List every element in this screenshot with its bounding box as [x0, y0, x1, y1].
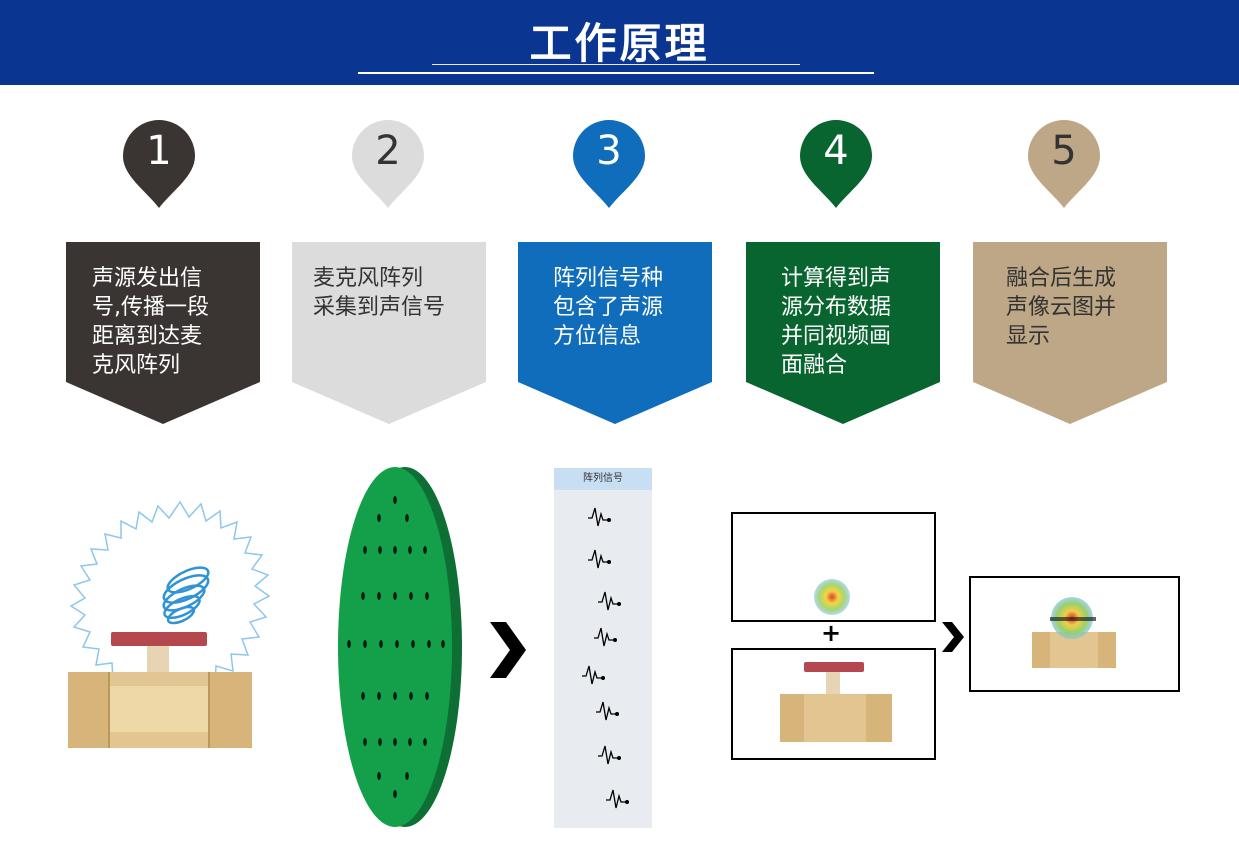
- step-3-pin: [573, 120, 645, 208]
- mic-hole: [441, 640, 445, 648]
- mic-hole: [393, 692, 397, 700]
- mic-hole: [361, 592, 365, 600]
- mic-hole: [409, 692, 413, 700]
- signal-waveform: [582, 665, 603, 685]
- signal-endpoint-dot: [615, 712, 619, 716]
- step-1-pin: [123, 120, 195, 208]
- signal-waveform: [606, 789, 627, 809]
- signal-endpoint-dot: [607, 560, 611, 564]
- mic-hole: [427, 640, 431, 648]
- step-2-text: 麦克风阵列 采集到声信号: [313, 266, 446, 320]
- mic-hole: [395, 640, 399, 648]
- step-1-text: 声源发出信 号,传播一段 距离到达麦 克风阵列: [92, 266, 209, 378]
- signal-waveform: [596, 701, 617, 721]
- arrow-right-icon-2: [942, 622, 964, 652]
- mic-hole: [411, 640, 415, 648]
- signal-endpoint-dot: [617, 602, 621, 606]
- signal-waveform: [594, 627, 615, 647]
- page-title: 工作原理: [529, 19, 710, 68]
- step-4-pin: [800, 120, 872, 208]
- header-banner: [0, 0, 1239, 85]
- valve-stem: [147, 646, 169, 676]
- signal-endpoint-dot: [613, 638, 617, 642]
- mic-hole: [378, 546, 382, 554]
- mic-hole: [377, 592, 381, 600]
- mic-hole: [425, 592, 429, 600]
- mic-hole: [409, 592, 413, 600]
- step-5-text: 融合后生成 声像云图并 显示: [1006, 266, 1117, 349]
- step-2-card: [292, 242, 486, 424]
- signal-waveforms: [582, 507, 629, 809]
- step-5-card: [973, 242, 1167, 424]
- title-underline: [358, 72, 874, 74]
- mic-hole: [393, 738, 397, 746]
- step-1-card: [66, 242, 260, 424]
- step-5-pin: [1028, 120, 1100, 208]
- plus-sign: +: [820, 619, 842, 647]
- array-signal-panel: [554, 468, 652, 828]
- array-signal-panel-title: 阵列信号: [554, 468, 652, 490]
- signal-endpoint-dot: [625, 800, 629, 804]
- mic-hole: [408, 546, 412, 554]
- valve-sound-source-illustration: [68, 500, 271, 748]
- mic-hole: [363, 640, 367, 648]
- mic-hole: [405, 514, 409, 522]
- signal-endpoint-dot: [607, 518, 611, 522]
- arrow-right-icon: [490, 622, 526, 678]
- mic-hole: [393, 790, 397, 798]
- mic-hole: [377, 692, 381, 700]
- mic-hole: [377, 514, 381, 522]
- mic-hole: [379, 640, 383, 648]
- step-4-number: 4: [823, 128, 849, 174]
- signal-endpoint-dot: [601, 676, 605, 680]
- title-underline-short: [432, 64, 800, 65]
- signal-waveform: [588, 507, 609, 527]
- mic-hole: [423, 546, 427, 554]
- sound-heatmap-blob: [814, 579, 850, 615]
- microphone-array-illustration: [338, 467, 462, 827]
- step-3-number: 3: [596, 128, 622, 174]
- signal-endpoint-dot: [617, 756, 621, 760]
- mic-hole: [377, 772, 381, 780]
- step-1-number: 1: [146, 128, 172, 174]
- mic-hole: [393, 496, 397, 504]
- mic-hole: [363, 546, 367, 554]
- step-2-number: 2: [375, 128, 401, 174]
- mic-hole: [423, 738, 427, 746]
- step-5-number: 5: [1051, 128, 1077, 174]
- step-3-card: [518, 242, 712, 424]
- mic-hole: [347, 640, 351, 648]
- video-valve-image: [780, 662, 892, 742]
- mic-hole: [393, 592, 397, 600]
- sound-burst-outline: [69, 500, 271, 697]
- step-3-text: 阵列信号种 包含了声源 方位信息: [553, 266, 664, 349]
- mic-hole: [363, 738, 367, 746]
- signal-waveform: [588, 549, 609, 569]
- signal-waveform: [598, 591, 619, 611]
- mic-hole: [408, 738, 412, 746]
- mic-hole: [393, 546, 397, 554]
- mic-hole: [361, 692, 365, 700]
- mic-hole: [378, 738, 382, 746]
- mic-hole: [425, 692, 429, 700]
- step-2-pin: [352, 120, 424, 208]
- sound-wave-coil-icon: [162, 566, 210, 625]
- mic-hole: [405, 772, 409, 780]
- valve-handle: [111, 632, 207, 646]
- result-fused-image: [1032, 597, 1116, 668]
- signal-waveform: [598, 745, 619, 765]
- step-4-text: 计算得到声 源分布数据 并同视频画 面融合: [781, 266, 892, 378]
- step-4-card: [746, 242, 940, 424]
